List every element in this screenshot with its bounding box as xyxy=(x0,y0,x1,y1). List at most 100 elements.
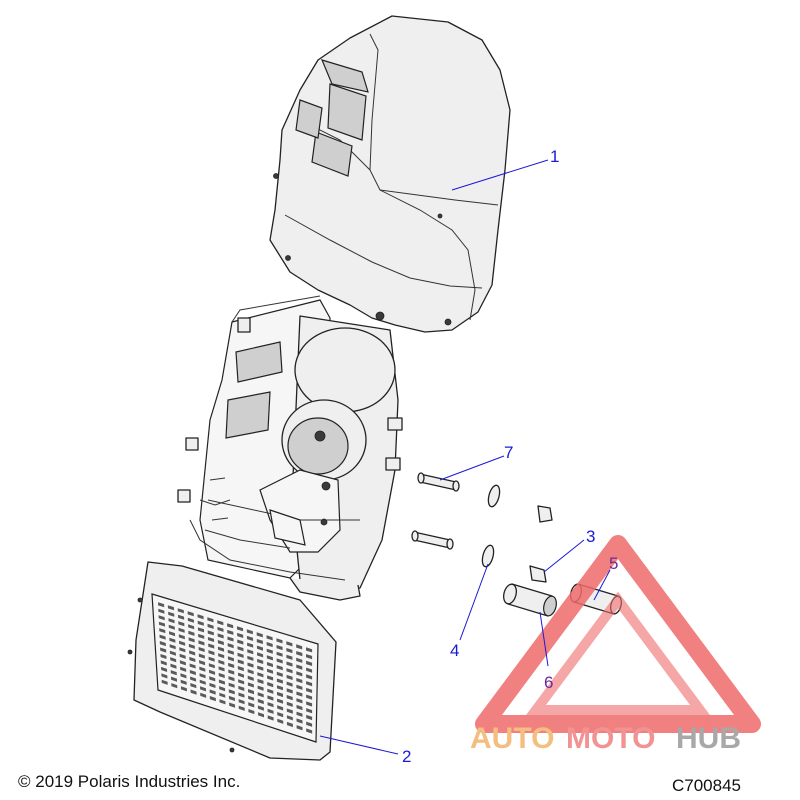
grille-slot xyxy=(167,605,175,611)
grille-slot xyxy=(209,689,216,695)
grille-slot xyxy=(246,635,254,641)
grille-slot xyxy=(228,676,235,682)
grille-slot xyxy=(208,656,215,662)
grille-slot xyxy=(159,634,166,640)
callout-4: 4 xyxy=(450,641,459,660)
grille-slot xyxy=(276,665,283,671)
grille-slot xyxy=(188,624,195,630)
grille-slot xyxy=(207,623,214,629)
grille-slot xyxy=(276,658,283,664)
grille-slot xyxy=(296,644,303,650)
grille-slot xyxy=(187,611,194,617)
grille-slot xyxy=(237,639,244,645)
grille-slot xyxy=(197,627,205,633)
grille-slot xyxy=(207,617,214,623)
clip-parts xyxy=(529,505,553,583)
grille-slot xyxy=(296,704,303,711)
grille-slot xyxy=(306,701,313,707)
grille-slot xyxy=(296,671,303,677)
grille-slot xyxy=(218,653,225,659)
grille-slot xyxy=(247,655,254,661)
grille-slot xyxy=(179,653,186,659)
grille-slot xyxy=(188,637,195,643)
grille-slot xyxy=(217,626,224,632)
grille-slot xyxy=(296,678,303,684)
grille-slot xyxy=(188,630,195,636)
grille-slot xyxy=(267,708,274,714)
leader-4 xyxy=(459,563,489,641)
grille-slot xyxy=(209,676,216,682)
grille-slot xyxy=(248,689,254,695)
grille-slot xyxy=(198,653,205,659)
grille-slot xyxy=(247,649,254,655)
grille-slot xyxy=(266,648,273,654)
grille-slot xyxy=(207,637,215,642)
grille-slot xyxy=(276,651,283,657)
grille-slot xyxy=(219,692,226,698)
grille-slot xyxy=(227,643,234,649)
grille-slot xyxy=(266,635,273,641)
pin-parts xyxy=(411,472,460,550)
grille-slot xyxy=(257,652,264,658)
grille-slot xyxy=(159,628,166,634)
grille-slot xyxy=(257,705,264,711)
grille-slot xyxy=(229,702,236,708)
grille-slot xyxy=(296,684,303,690)
grille-slot xyxy=(247,675,254,681)
grille-slot xyxy=(257,658,264,664)
grille-slot xyxy=(169,644,176,650)
grille-slot xyxy=(228,689,235,695)
grille-slot xyxy=(248,695,255,701)
grille-slot xyxy=(189,663,196,669)
leader-lines xyxy=(319,159,611,755)
grille-slot xyxy=(190,676,197,682)
grille-slot xyxy=(228,669,235,675)
grille-slot xyxy=(238,679,245,685)
grille-slot xyxy=(267,715,274,721)
grille-slot xyxy=(306,714,313,721)
grille-slot xyxy=(219,699,226,705)
grille-slot xyxy=(257,685,264,691)
grille-slot xyxy=(158,615,165,621)
grille-slot xyxy=(198,640,205,646)
grille-slot xyxy=(286,654,293,660)
grille-slot xyxy=(277,718,284,724)
grille-slot xyxy=(158,608,165,614)
grille-slot xyxy=(180,686,187,692)
grille-slot xyxy=(237,646,244,652)
grille-slot xyxy=(286,668,293,674)
grille-slot xyxy=(238,685,245,691)
callout-labels: 1 2 3 4 5 6 7 xyxy=(402,147,618,766)
grille-slot xyxy=(296,711,303,717)
grille-slot xyxy=(189,650,196,656)
grille-slot xyxy=(306,674,313,680)
grille-slot xyxy=(256,632,263,638)
grille-slot xyxy=(170,670,177,676)
grille-slot xyxy=(171,683,178,689)
grille-slot xyxy=(161,673,168,679)
grille-slot xyxy=(187,617,194,623)
grille-slot xyxy=(246,629,253,635)
grille-slot xyxy=(267,682,274,688)
grille-slot xyxy=(266,642,273,648)
grille-slot xyxy=(276,678,283,684)
grille-slot xyxy=(170,657,177,663)
grille-panel xyxy=(127,561,337,761)
grille-slot xyxy=(286,708,293,714)
grille-slot xyxy=(237,666,244,672)
copyright-text: © 2019 Polaris Industries Inc. xyxy=(18,772,241,791)
grille-slot xyxy=(169,650,176,656)
grille-slot xyxy=(296,698,303,704)
grille-slot xyxy=(247,642,254,648)
grille-slot xyxy=(247,662,254,668)
grille-slot xyxy=(198,647,205,652)
grille-slot xyxy=(198,633,205,639)
grille-slot xyxy=(306,728,313,734)
grille-slot xyxy=(277,705,284,711)
grille-slot xyxy=(177,608,184,614)
watermark-moto: MOTO xyxy=(566,722,655,755)
callout-3: 3 xyxy=(586,527,595,546)
grille-slot xyxy=(197,614,204,620)
grille-slot xyxy=(306,667,313,673)
grille-slot xyxy=(208,643,215,649)
